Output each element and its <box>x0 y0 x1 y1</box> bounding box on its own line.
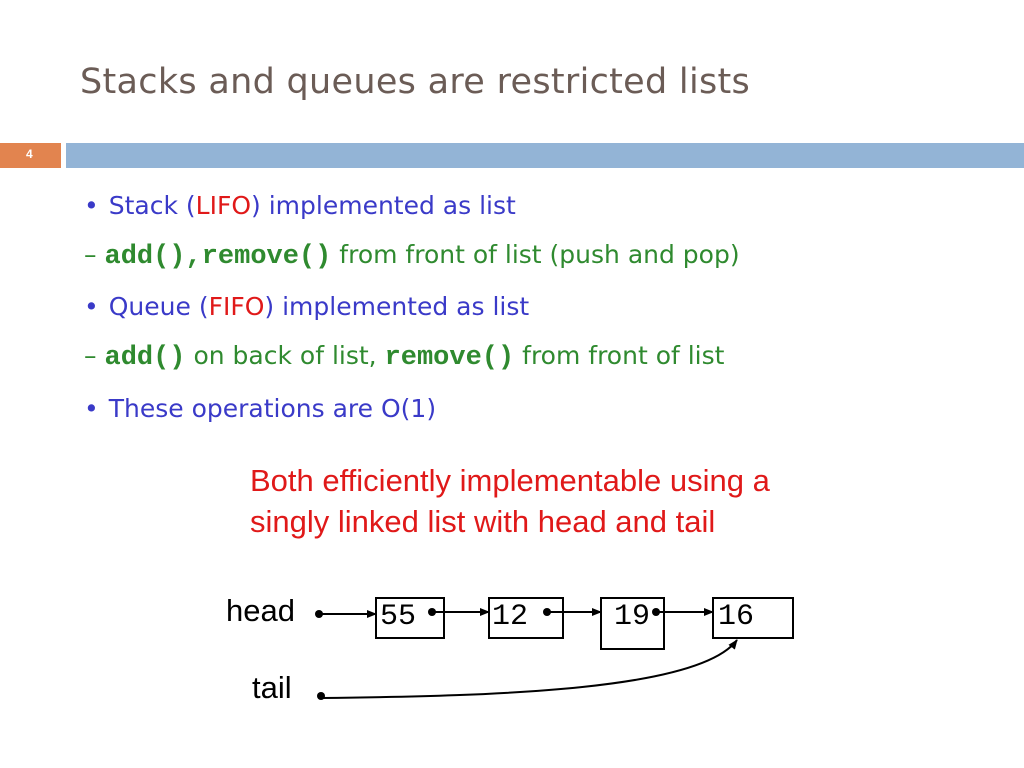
slide-number: 4 <box>26 147 33 161</box>
sub-queue-ops: –add() on back of list, remove() from fr… <box>84 341 725 373</box>
node-box-3 <box>600 597 665 650</box>
node-value-1: 55 <box>380 600 417 634</box>
lifo-highlight: LIFO <box>195 191 252 220</box>
node-box-1 <box>375 597 445 639</box>
node-value-2: 12 <box>492 600 529 634</box>
tail-arrow <box>320 639 738 699</box>
slide-title: Stacks and queues are restricted lists <box>80 62 751 102</box>
head-label: head <box>226 593 295 628</box>
node-value-3: 19 <box>614 600 651 634</box>
bullet-stack: •Stack (LIFO) implemented as list <box>84 191 516 220</box>
node-box-2 <box>488 597 564 639</box>
bullet-queue: •Queue (FIFO) implemented as list <box>84 292 530 321</box>
node-box-4 <box>712 597 794 639</box>
queue-add-code: add() <box>104 343 186 373</box>
sub-stack-ops: –add(),remove() from front of list (push… <box>84 240 740 272</box>
stack-ops-code: add(),remove() <box>104 242 332 272</box>
queue-remove-code: remove() <box>384 343 515 373</box>
fifo-highlight: FIFO <box>208 292 265 321</box>
bullet-complexity: •These operations are O(1) <box>84 394 437 423</box>
linked-list-note: Both efficiently implementable using a s… <box>250 463 770 539</box>
slide-number-box <box>0 143 61 168</box>
tail-label: tail <box>252 670 292 705</box>
node-value-4: 16 <box>718 600 755 634</box>
header-bar <box>66 143 1024 168</box>
